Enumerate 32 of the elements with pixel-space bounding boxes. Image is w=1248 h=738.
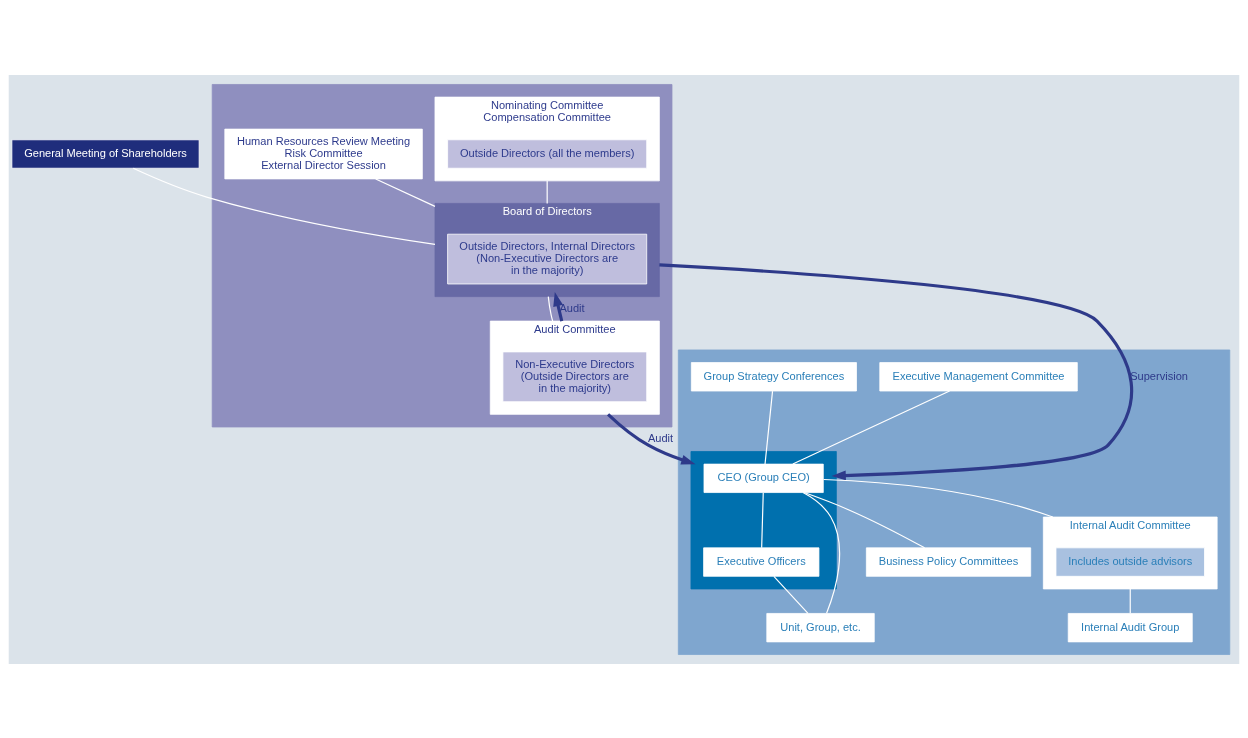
connector — [1129, 587, 1131, 614]
node-box: Non-Executive Directors (Outside Directors are in the majority) — [502, 351, 648, 402]
connector — [132, 167, 436, 245]
edge-label: Audit — [647, 431, 674, 444]
connector — [803, 491, 926, 548]
connector — [546, 179, 548, 204]
arrow — [607, 412, 696, 465]
cluster — [690, 450, 837, 589]
node-box: Executive Management Committee — [879, 361, 1078, 391]
node-box: Business Policy Committees — [865, 546, 1032, 577]
node-box: Internal Audit Group — [1067, 612, 1193, 642]
edge-label: Supervision — [1130, 369, 1188, 382]
connector — [792, 390, 951, 465]
node-box: Includes outside advisors — [1055, 546, 1205, 577]
connector — [761, 491, 764, 548]
node-box: CEO (Group CEO) — [703, 463, 824, 493]
arrow — [659, 262, 1133, 480]
connector — [547, 295, 554, 322]
node-box: Executive Officers — [703, 546, 820, 577]
node-box: Group Strategy Conferences — [690, 361, 857, 391]
node-box: Outside Directors (all the members) — [447, 138, 648, 169]
connector — [822, 478, 1054, 518]
node-box: Outside Directors, Internal Directors (Non-Executive Directors are in the majority) — [447, 233, 648, 284]
cluster — [211, 83, 673, 427]
connector — [764, 390, 774, 465]
connector — [773, 575, 809, 614]
connector — [375, 177, 436, 207]
connector — [802, 491, 841, 614]
node-box: Unit, Group, etc. — [766, 612, 875, 642]
node-box: Human Resources Review Meeting Risk Committee External Director Session — [224, 128, 423, 179]
node-box: General Meeting of Shareholders — [11, 138, 200, 169]
edge-label: Audit — [559, 301, 585, 314]
